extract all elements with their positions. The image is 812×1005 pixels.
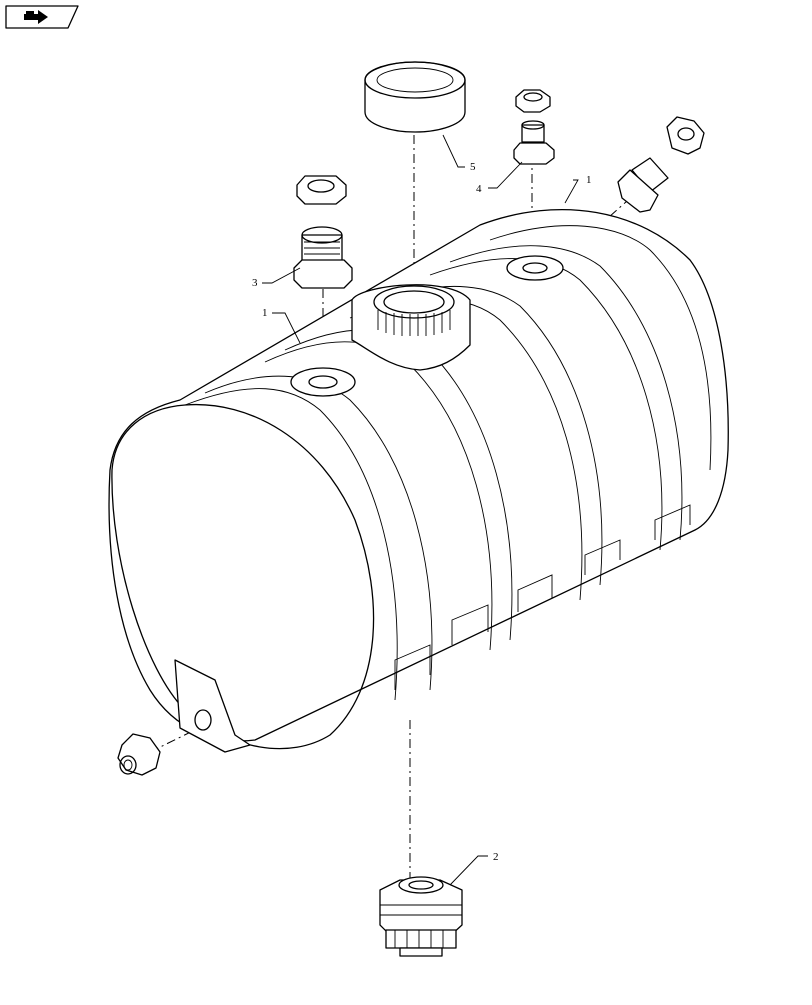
fitting-bottom-left bbox=[117, 733, 161, 776]
next-page-arrow-icon bbox=[24, 10, 48, 24]
fitting-left bbox=[293, 175, 353, 289]
leader-lines bbox=[262, 134, 579, 886]
callout-tank-top: 1 bbox=[586, 174, 592, 186]
callout-drain-valve: 2 bbox=[493, 851, 499, 863]
callout-fitting-left: 3 bbox=[252, 277, 258, 289]
next-page-button[interactable] bbox=[5, 5, 79, 29]
callout-tank-side: 1 bbox=[262, 307, 268, 319]
fitting-right bbox=[513, 89, 555, 165]
fill-neck bbox=[351, 284, 471, 371]
port-left bbox=[290, 367, 356, 397]
fill-cap bbox=[364, 61, 466, 133]
tank-body bbox=[108, 209, 729, 753]
mounting-bracket bbox=[174, 659, 251, 753]
callout-fitting-right: 4 bbox=[476, 183, 482, 195]
fitting-side bbox=[617, 116, 705, 213]
port-right bbox=[506, 255, 564, 281]
drain-valve bbox=[379, 876, 463, 957]
callout-fill-cap: 5 bbox=[470, 161, 476, 173]
